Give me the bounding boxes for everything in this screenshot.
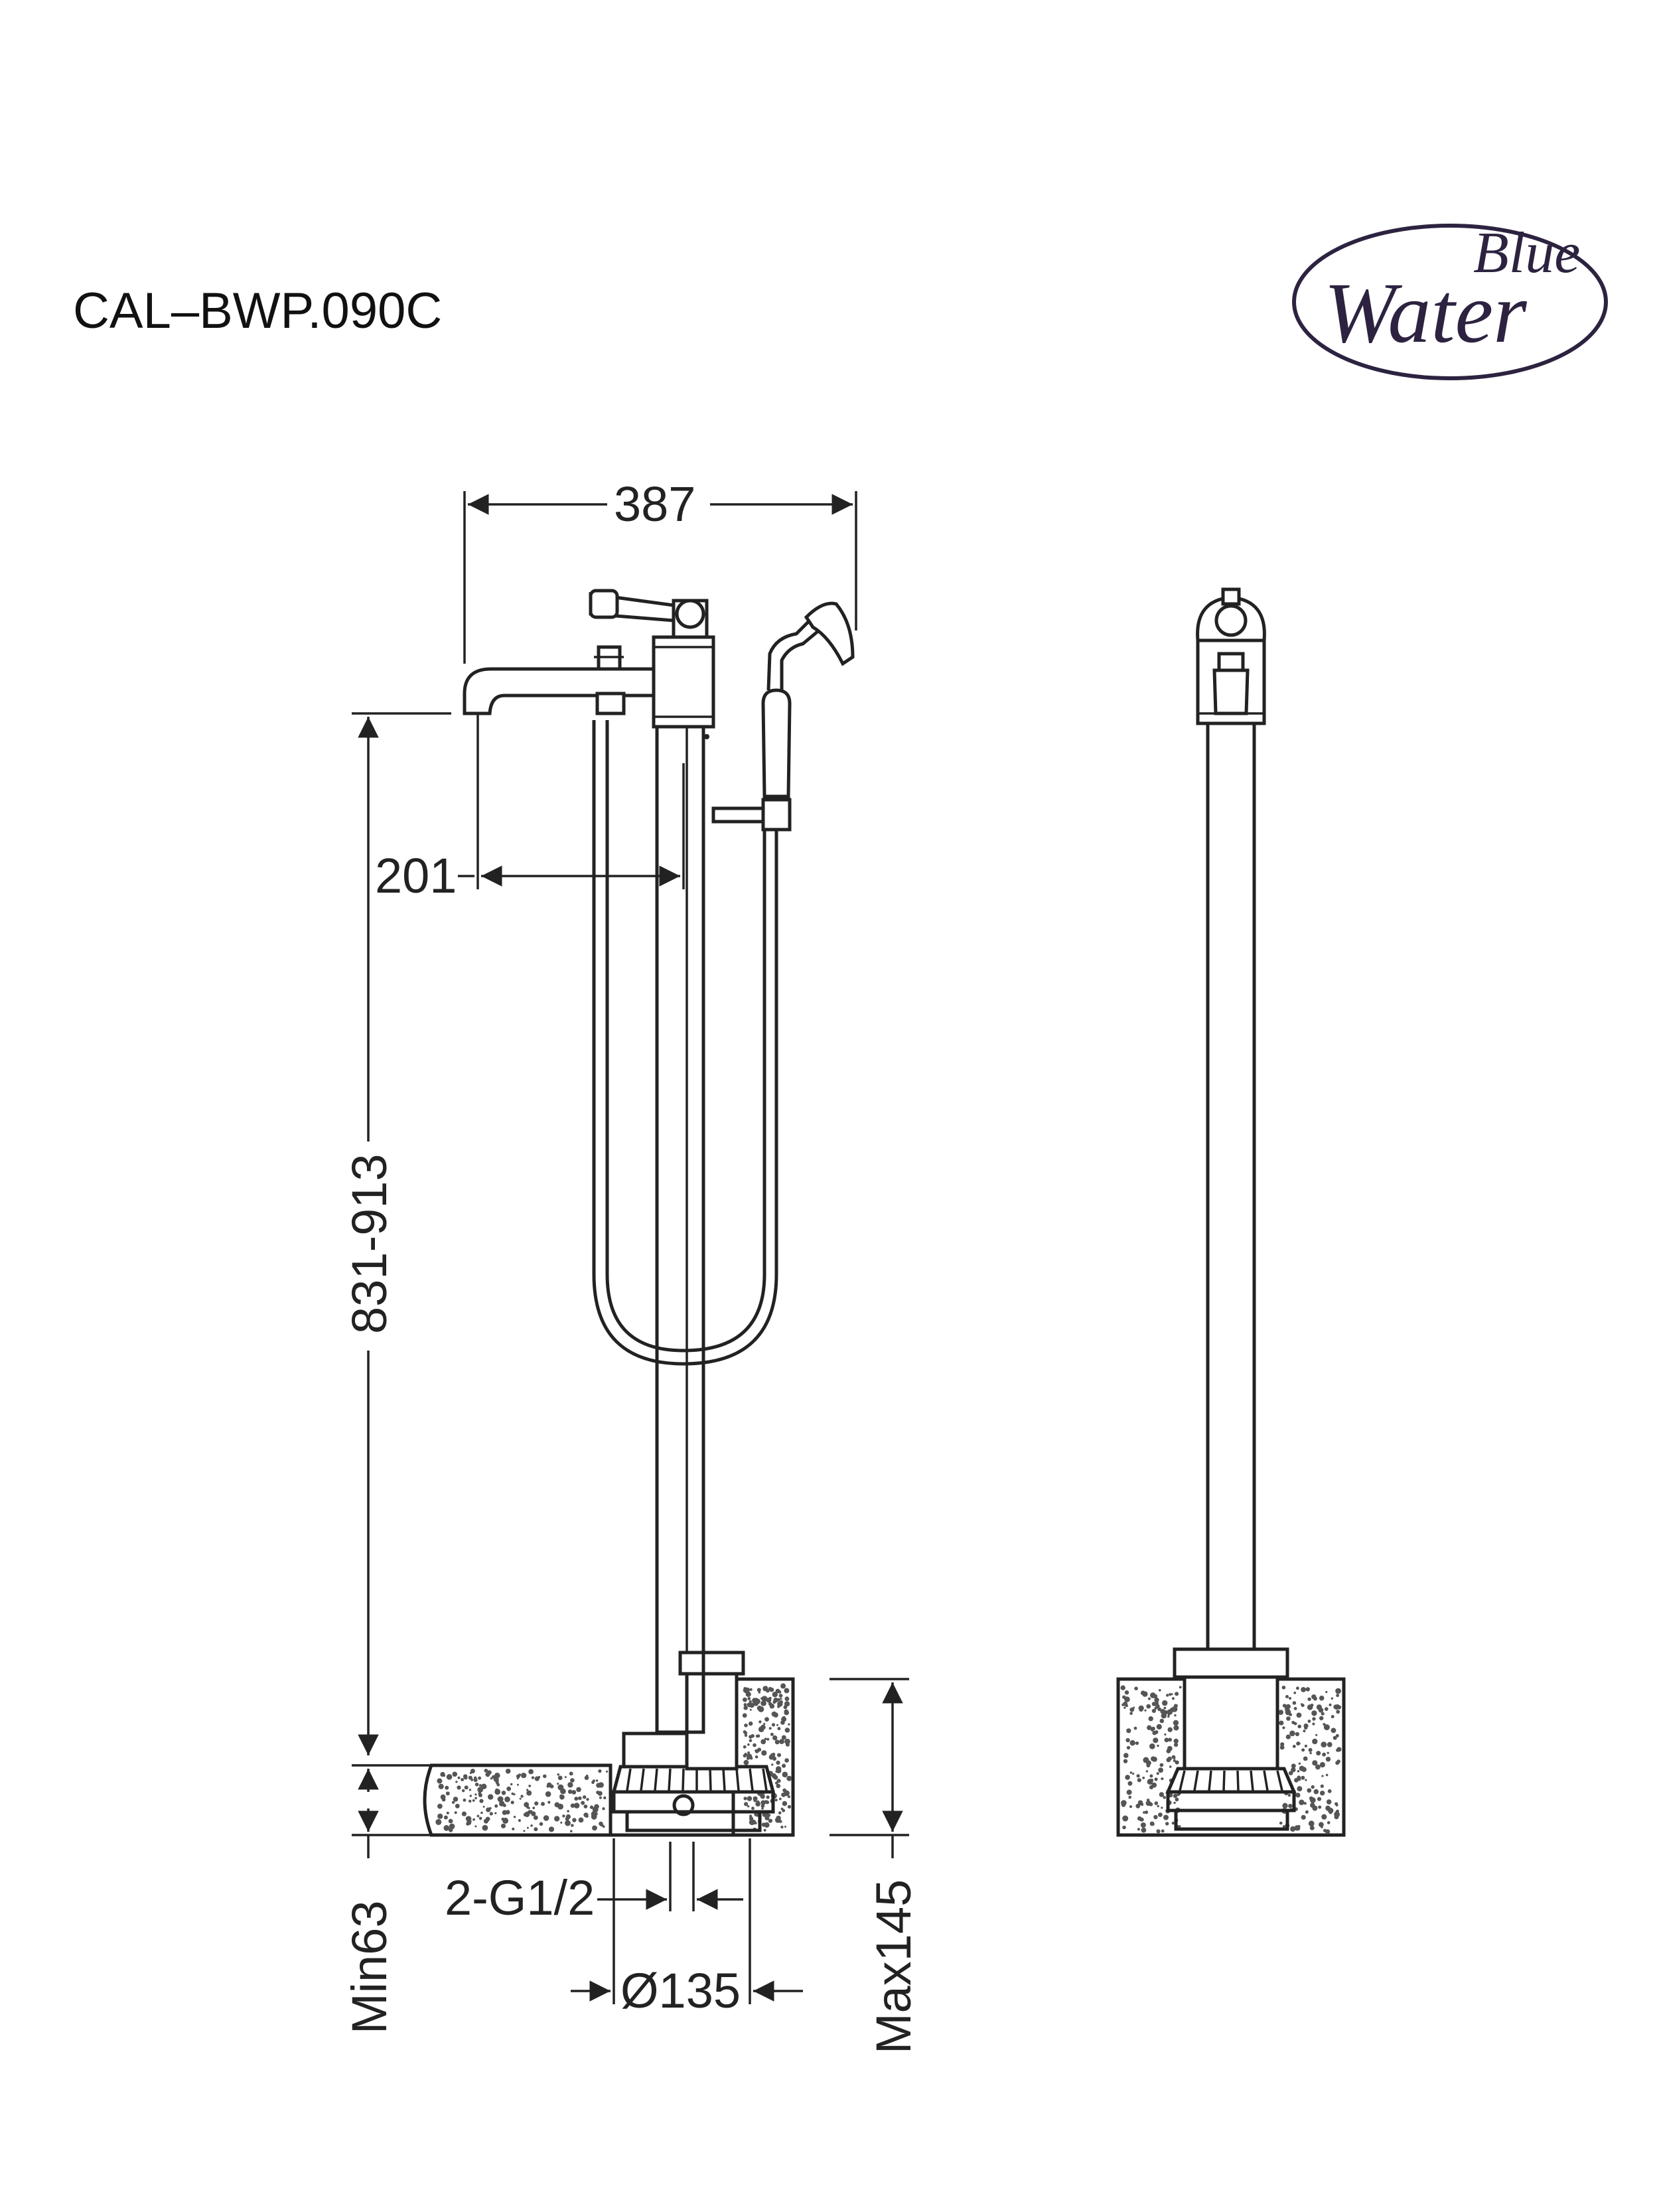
dimension-lines: 387 201 831-913 Min63 Max145 2-G1/2 [342,477,921,2054]
concrete-texture-side [1120,1685,1342,1834]
spout-collar [595,692,626,715]
dim-height-range: 831-913 [342,1153,397,1334]
sleeve-collar [678,1651,745,1676]
dim-min-floor: Min63 [342,1900,397,2034]
dim-max-floor: Max145 [866,1880,921,2054]
dim-base-diameter: Ø135 [620,1963,741,2018]
mixer-handle [589,589,709,639]
dim-spout-reach: 201 [375,848,457,903]
dim-width-total: 387 [614,477,695,532]
dim-thread: 2-G1/2 [445,1870,595,1925]
hand-shower [761,601,855,798]
side-view [1116,587,1346,1837]
side-column [1206,721,1256,1651]
brand-logo: Blue Water [1292,221,1608,380]
main-column [655,721,705,1734]
base-rosette [611,1732,776,1832]
logo-word-blue: Blue [1473,221,1580,285]
mixer-body [652,635,715,729]
logo-word-water: Water [1324,265,1527,361]
floor-section [423,1677,795,1837]
column-sleeve [685,1670,739,1771]
front-view [423,589,855,1837]
shower-hose [592,720,778,1366]
product-code: CAL–BWP.090C [73,283,443,339]
